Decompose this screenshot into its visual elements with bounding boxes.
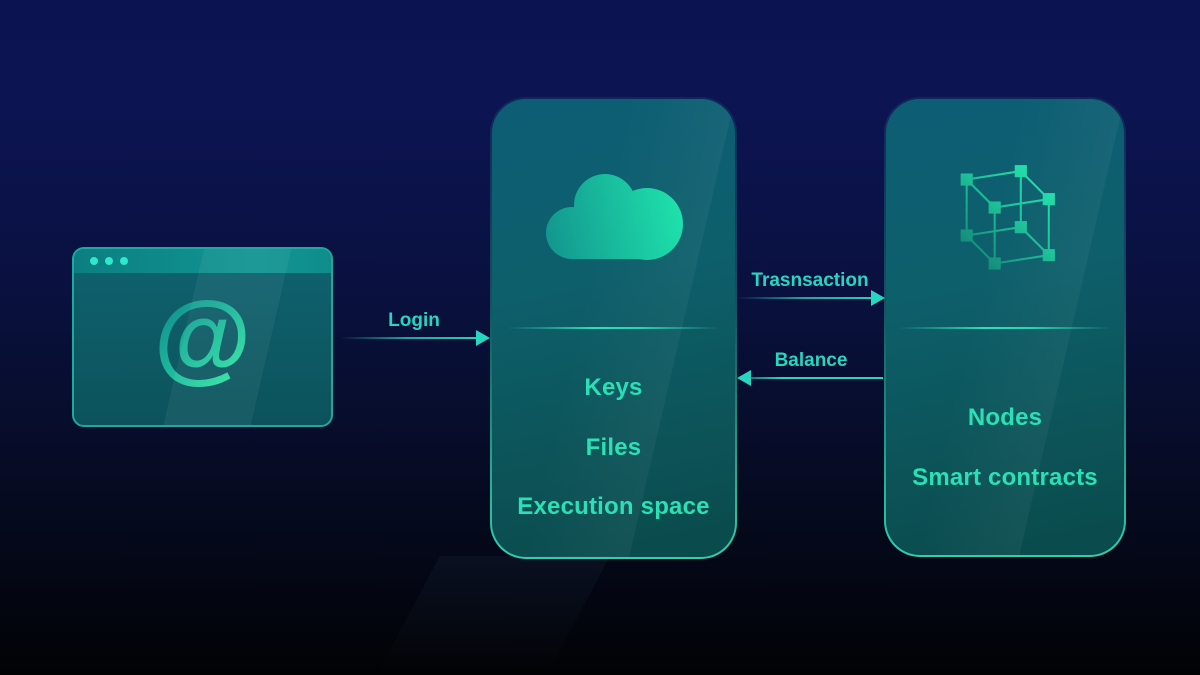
browser-window: @: [72, 247, 333, 427]
arrowhead-right-icon: [476, 330, 490, 346]
browser-titlebar: [74, 249, 331, 273]
cube-icon: [960, 165, 1055, 270]
nodes-panel-item: Nodes: [967, 404, 1043, 431]
balance-arrow-line: [737, 370, 883, 386]
transaction-arrow-label: Trasnsaction: [751, 270, 869, 291]
transaction-arrow: Trasnsaction: [737, 270, 885, 306]
reflection-streak: [376, 556, 610, 675]
cloud-panel-item: Execution space: [517, 493, 710, 520]
browser-body: @: [74, 273, 331, 425]
nodes-panel: Nodes Smart contracts: [884, 97, 1126, 557]
arrowhead-right-icon: [871, 290, 885, 306]
nodes-panel-item: Smart contracts: [912, 464, 1098, 491]
login-arrow-label: Login: [388, 310, 440, 331]
cloud-icon: [546, 174, 683, 260]
at-symbol-icon: @: [153, 281, 252, 393]
balance-arrow: Balance: [737, 350, 883, 386]
cloud-panel-item: Files: [585, 434, 642, 461]
arrowhead-left-icon: [737, 370, 751, 386]
divider-line: [507, 327, 720, 329]
transaction-arrow-line: [737, 290, 885, 306]
window-dot-icon: [105, 257, 113, 265]
balance-arrow-label: Balance: [774, 350, 848, 371]
cloud-panel-item: Keys: [584, 374, 643, 401]
cloud-services-panel: Keys Files Execution space: [490, 97, 737, 559]
login-arrow-line: [340, 330, 490, 346]
window-dot-icon: [90, 257, 98, 265]
window-dot-icon: [120, 257, 128, 265]
divider-line: [899, 327, 1111, 329]
login-arrow: Login: [340, 310, 490, 346]
